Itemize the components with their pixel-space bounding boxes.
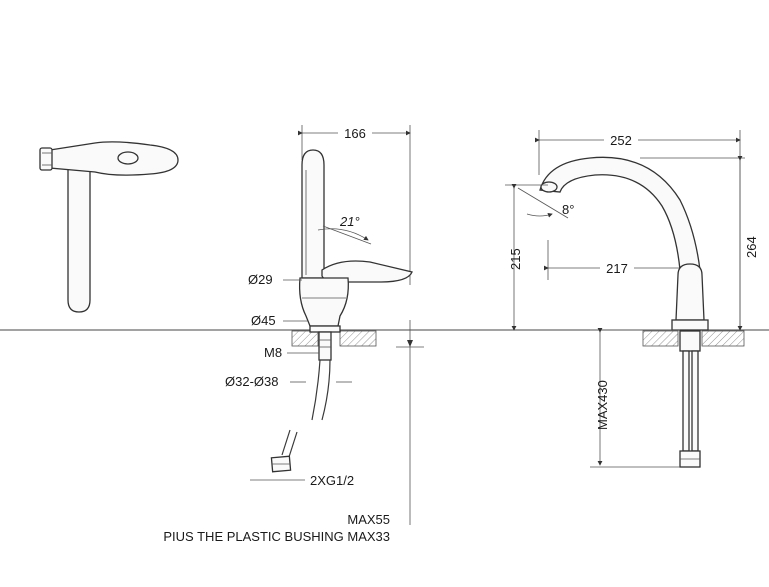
dim-264: 264 [744,236,759,258]
dim-217: 217 [606,261,628,276]
front-view: 252 8° 215 264 217 [505,130,759,468]
dim-2xg1-2: 2XG1/2 [310,473,354,488]
dim-252: 252 [610,133,632,148]
dim-215: 215 [508,248,523,270]
top-view [39,141,179,313]
dim-dia-32-38: Ø32-Ø38 [225,374,278,389]
dim-166: 166 [344,126,366,141]
dim-m8: M8 [264,345,282,360]
dim-dia-45: Ø45 [251,313,276,328]
note-bushing: PIUS THE PLASTIC BUSHING MAX33 [163,529,390,544]
note-max55: MAX55 [347,512,390,527]
dim-dia-29: Ø29 [248,272,273,287]
side-view: 166 21° Ø29 Ø45 M8 Ø32-Ø38 [225,125,424,525]
dim-8-deg: 8° [562,202,574,217]
dim-max430: MAX430 [595,380,610,430]
dim-21-deg: 21° [339,214,360,229]
